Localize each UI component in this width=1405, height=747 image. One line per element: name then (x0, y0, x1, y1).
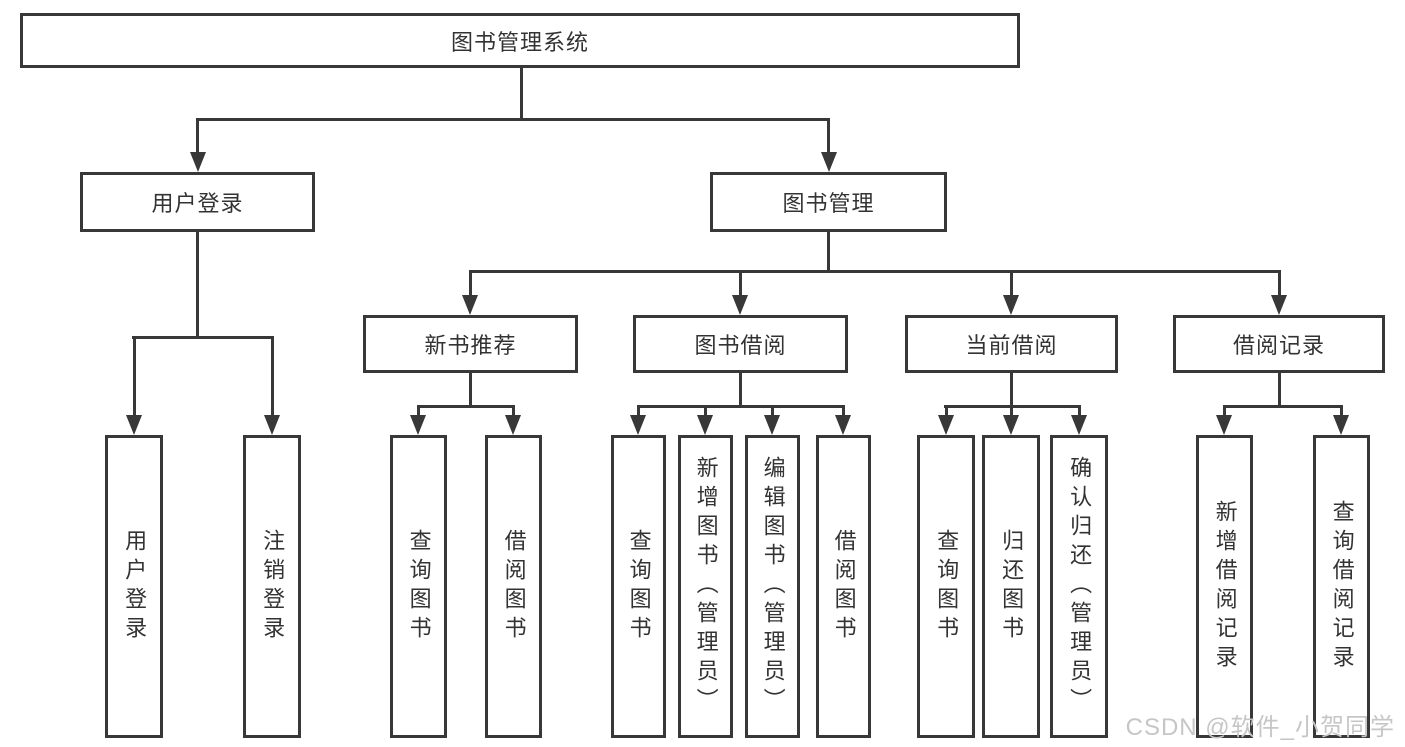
connector-stub (417, 405, 420, 419)
connector-user-login-rail (132, 336, 274, 339)
connector-stub (842, 405, 845, 419)
connector-book-management-stem (827, 232, 830, 270)
arrow-down-icon (1071, 415, 1087, 435)
leaf-return-books-label: 归还图书 (999, 528, 1025, 645)
connector-stub (1010, 405, 1013, 419)
leaf-query-books-recommend-label: 查询图书 (406, 528, 432, 645)
connector-stub (771, 405, 774, 419)
connector-stub (637, 405, 640, 419)
node-borrowing-records: 借阅记录 (1173, 315, 1385, 373)
connector-new-book-stem (469, 373, 472, 405)
arrow-down-icon (732, 295, 748, 315)
arrow-down-icon (462, 295, 478, 315)
connector-book-borrowing-rail (637, 405, 845, 408)
leaf-query-books-current: 查询图书 (917, 435, 975, 738)
arrow-down-icon (1216, 415, 1232, 435)
arrow-down-icon (630, 415, 646, 435)
connector-root-stem (520, 68, 523, 118)
leaf-user-login: 用户登录 (105, 435, 163, 738)
node-current-borrowing: 当前借阅 (905, 315, 1118, 373)
leaf-confirm-return-admin: 确认归还（管理员） (1050, 435, 1108, 738)
node-new-book-recommendation: 新书推荐 (363, 315, 578, 373)
connector-current-borrowing-stem (1010, 373, 1013, 405)
connector-stub (1078, 405, 1081, 419)
leaf-query-books-current-label: 查询图书 (934, 528, 960, 645)
leaf-user-login-label: 用户登录 (122, 528, 148, 645)
connector-to-leaf-user-login (133, 336, 136, 418)
connector-new-book-rail (417, 405, 515, 408)
leaf-edit-books-admin: 编辑图书（管理员） (745, 435, 800, 738)
leaf-return-books: 归还图书 (982, 435, 1040, 738)
node-user-login-branch: 用户登录 (80, 172, 315, 232)
connector-level2-rail (196, 118, 830, 121)
connector-stub (512, 405, 515, 419)
leaf-borrow-books: 借阅图书 (816, 435, 871, 738)
connector-to-book-borrowing (739, 270, 742, 298)
connector-stub (945, 405, 948, 419)
leaf-borrow-books-recommend: 借阅图书 (485, 435, 542, 738)
node-root-system: 图书管理系统 (20, 13, 1020, 68)
arrow-down-icon (835, 415, 851, 435)
node-borrowing-records-label: 借阅记录 (1232, 333, 1325, 358)
connector-to-current-borrowing (1010, 270, 1013, 298)
connector-stub (1340, 405, 1343, 419)
connector-stub (704, 405, 707, 419)
node-new-book-recommendation-label: 新书推荐 (424, 333, 517, 358)
connector-borrowing-records-stem (1278, 373, 1281, 405)
arrow-down-icon (126, 415, 142, 435)
node-book-borrowing: 图书借阅 (633, 315, 848, 373)
arrow-down-icon (505, 415, 521, 435)
leaf-borrow-books-recommend-label: 借阅图书 (501, 528, 527, 645)
connector-borrowing-records-rail (1223, 405, 1343, 408)
leaf-logout-label: 注销登录 (260, 528, 286, 645)
connector-to-borrowing-records (1278, 270, 1281, 298)
node-current-borrowing-label: 当前借阅 (965, 333, 1058, 358)
node-book-borrowing-label: 图书借阅 (694, 333, 787, 358)
connector-level3-rail (469, 270, 1281, 273)
connector-book-borrowing-stem (739, 373, 742, 405)
leaf-add-borrow-record-label: 新增借阅记录 (1212, 499, 1238, 674)
connector-user-login-stem (196, 232, 199, 336)
arrow-down-icon (264, 415, 280, 435)
connector-to-new-book (469, 270, 472, 298)
connector-to-user-login (196, 118, 199, 155)
connector-to-book-management (827, 118, 830, 155)
leaf-borrow-books-label: 借阅图书 (831, 528, 857, 645)
leaf-edit-books-admin-label: 编辑图书（管理员） (760, 456, 786, 717)
arrow-down-icon (938, 415, 954, 435)
leaf-query-borrow-record-label: 查询借阅记录 (1329, 499, 1355, 674)
leaf-query-books-borrowing-label: 查询图书 (626, 528, 652, 645)
connector-to-leaf-logout (271, 336, 274, 418)
leaf-query-books-borrowing: 查询图书 (611, 435, 666, 738)
arrow-down-icon (190, 152, 206, 172)
arrow-down-icon (764, 415, 780, 435)
leaf-add-borrow-record: 新增借阅记录 (1196, 435, 1253, 738)
leaf-confirm-return-admin-label: 确认归还（管理员） (1067, 456, 1093, 717)
arrow-down-icon (1003, 295, 1019, 315)
connector-stub (1223, 405, 1226, 419)
arrow-down-icon (697, 415, 713, 435)
arrow-down-icon (1333, 415, 1349, 435)
node-root-system-label: 图书管理系统 (450, 29, 589, 55)
arrow-down-icon (1003, 415, 1019, 435)
node-book-management-branch: 图书管理 (710, 172, 947, 232)
node-book-management-branch-label: 图书管理 (782, 191, 875, 216)
leaf-query-borrow-record: 查询借阅记录 (1313, 435, 1370, 738)
arrow-down-icon (821, 152, 837, 172)
leaf-add-books-admin-label: 新增图书（管理员） (693, 456, 719, 717)
leaf-query-books-recommend: 查询图书 (390, 435, 447, 738)
arrow-down-icon (1271, 295, 1287, 315)
node-user-login-branch-label: 用户登录 (151, 191, 244, 216)
csdn-watermark: CSDN @软件_小贺同学 (1125, 714, 1395, 741)
leaf-add-books-admin: 新增图书（管理员） (678, 435, 733, 738)
leaf-logout: 注销登录 (243, 435, 301, 738)
arrow-down-icon (410, 415, 426, 435)
